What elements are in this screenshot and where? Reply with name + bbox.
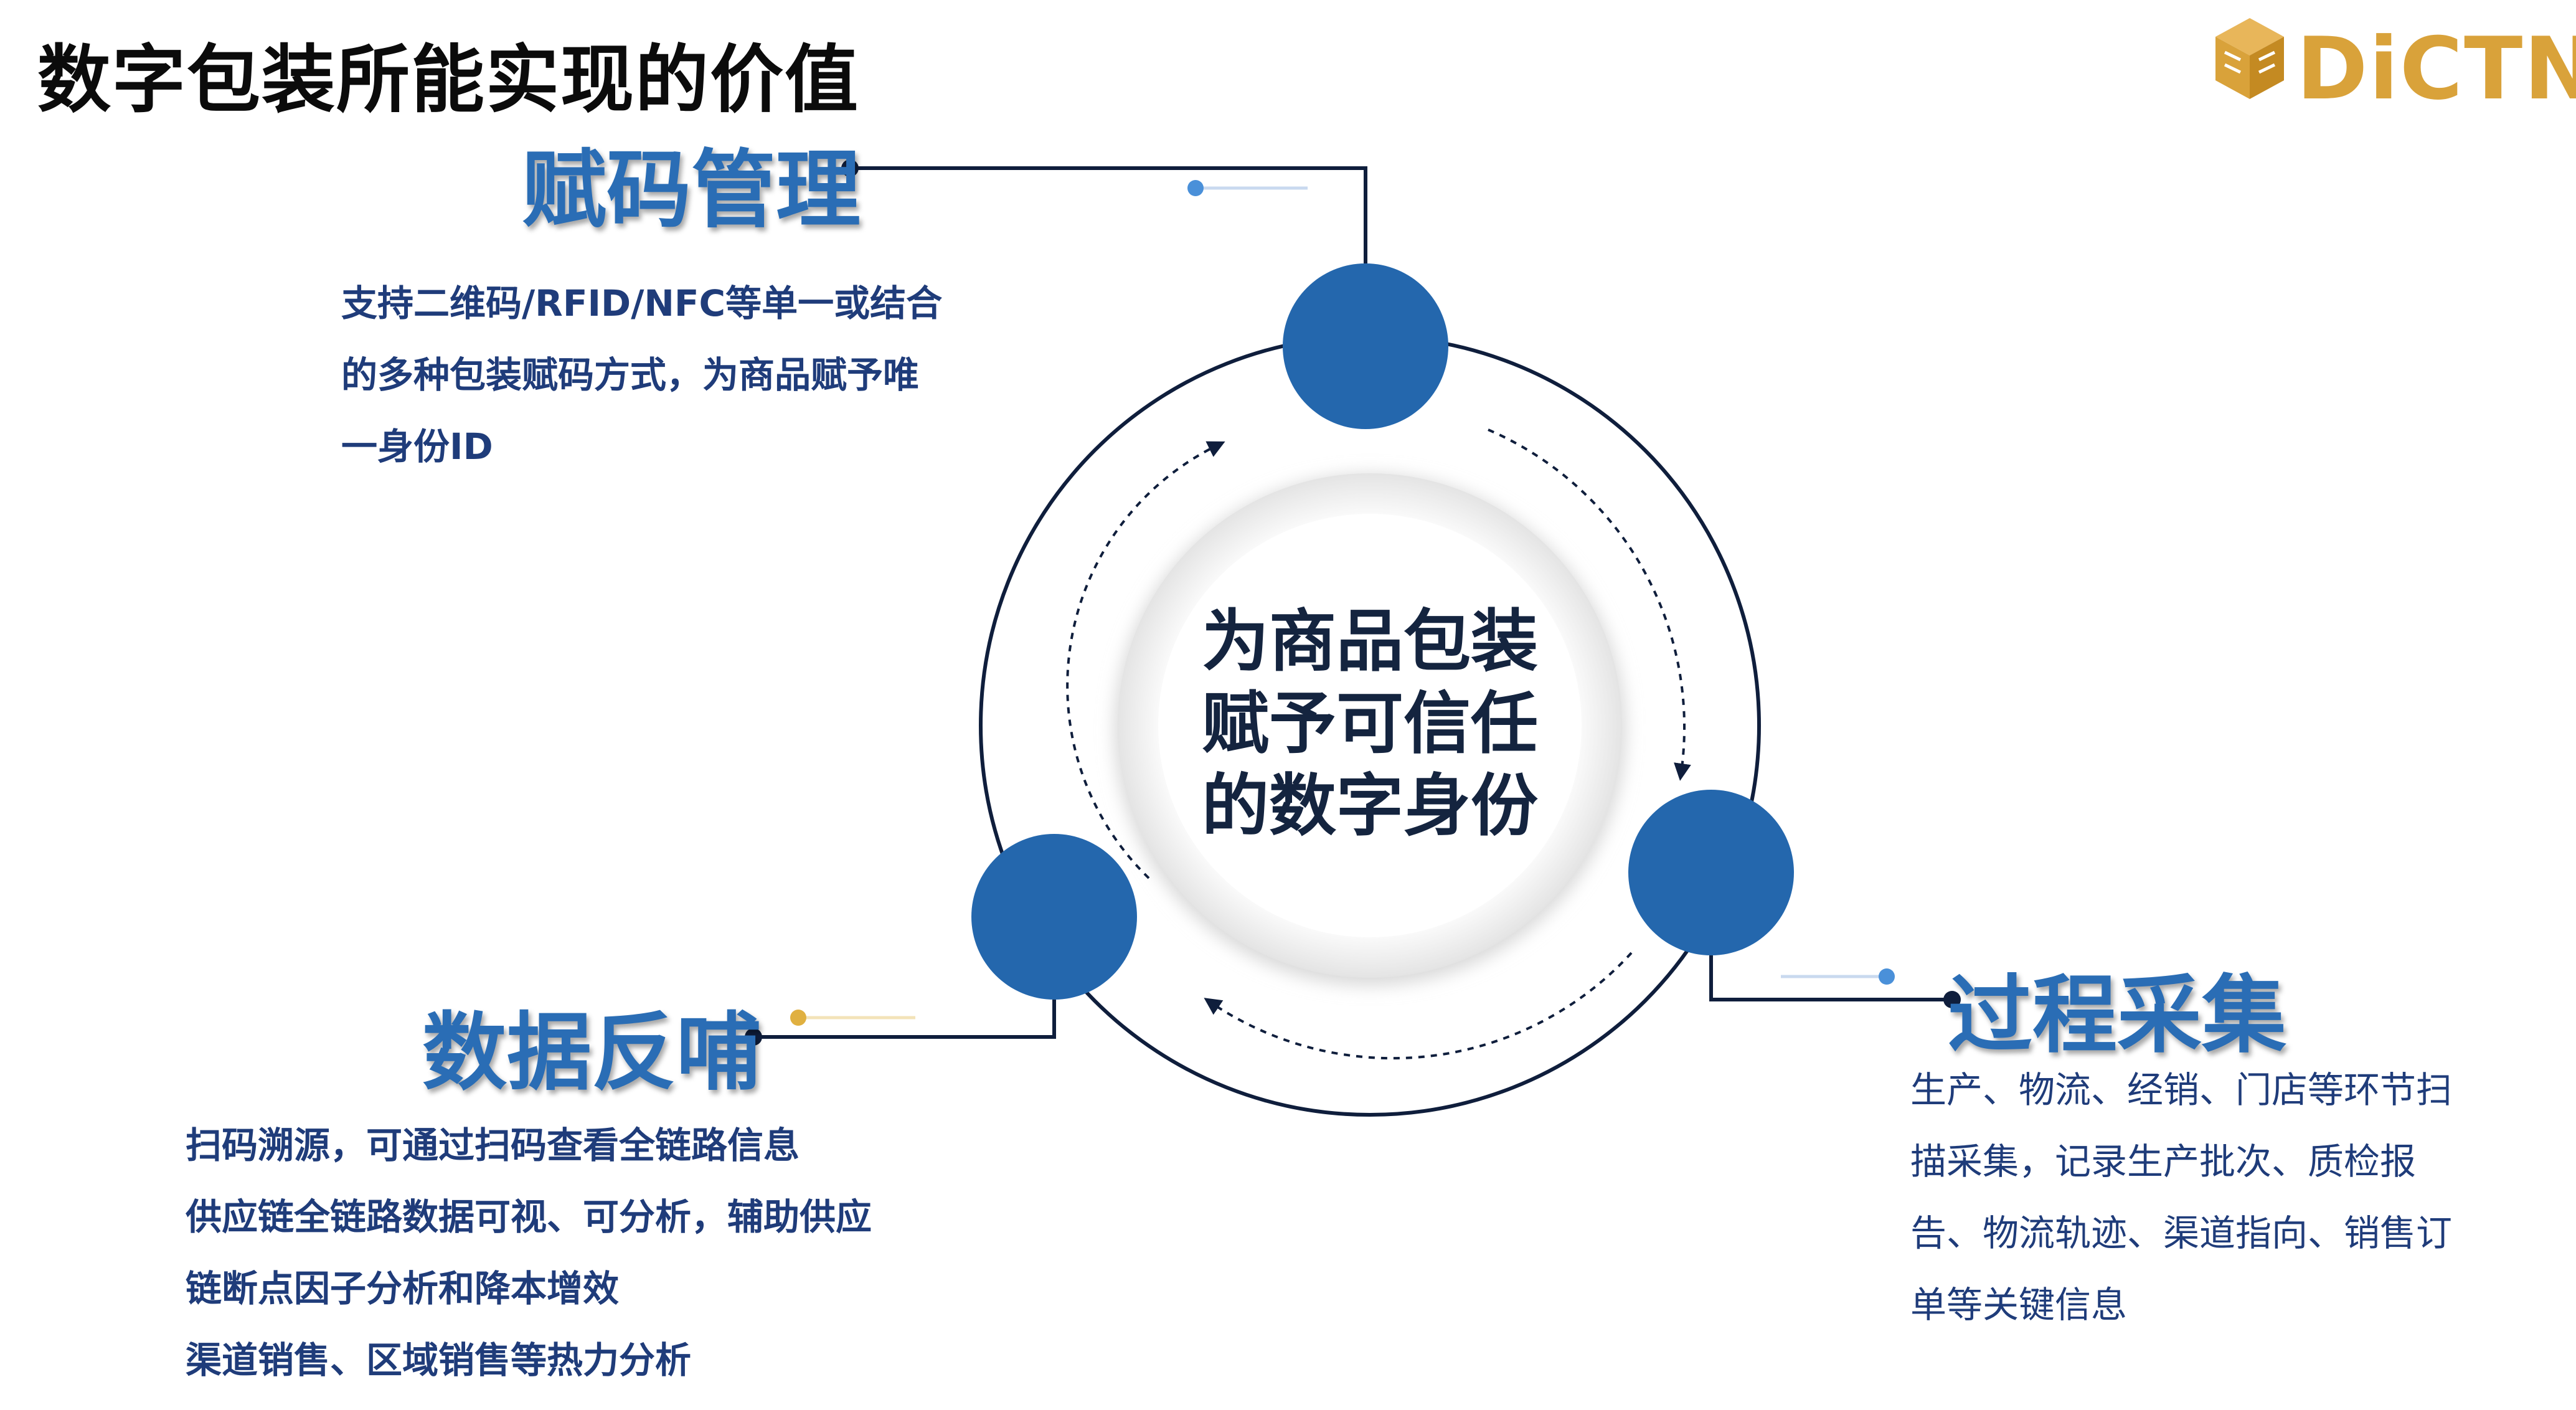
connector-left [753,1000,1056,1039]
section-title-code-management: 赋码管理 [522,141,861,240]
center-statement: 为商品包装 赋予可信任 的数字身份 [1133,601,1606,848]
desc-line: 链断点因子分析和降本增效 [186,1267,620,1310]
accent-dot-left [790,1010,806,1026]
node-top [1283,263,1448,429]
section-title-data-feedback: 数据反哺 [422,1004,761,1102]
connector-top [850,166,1367,263]
section-desc-process-collection: 生产、物流、经销、门店等环节扫 描采集，记录生产批次、质检报 告、物流轨迹、渠道… [1910,1054,2452,1341]
desc-line: 一身份ID [341,425,493,468]
desc-line: 扫码溯源，可通过扫码查看全链路信息 [186,1124,800,1166]
accent-dot-right [1879,968,1895,985]
connector-top-dot [841,159,859,177]
desc-line: 描采集，记录生产批次、质检报 [1910,1140,2417,1183]
section-desc-data-feedback: 扫码溯源，可通过扫码查看全链路信息 供应链全链路数据可视、可分析，辅助供应 链断… [186,1110,872,1396]
cube-logo-icon [2215,18,2284,99]
desc-line: 的多种包装赋码方式，为商品赋予唯 [341,354,920,396]
page-title: 数字包装所能实现的价值 [37,37,860,123]
center-line: 的数字身份 [1201,767,1538,845]
desc-line: 渠道销售、区域销售等热力分析 [186,1339,692,1381]
desc-line: 生产、物流、经销、门店等环节扫 [1910,1069,2453,1111]
logo: DiCTN [2212,15,2576,119]
desc-line: 单等关键信息 [1910,1284,2128,1326]
arc-arrow-right [1488,428,1691,781]
inner-disc-core [1158,514,1582,937]
arc-arrow-top-left [1066,441,1225,879]
connector-right-dot [1943,991,1961,1008]
section-desc-code-management: 支持二维码/RFID/NFC等单一或结合 的多种包装赋码方式，为商品赋予唯 一身… [341,268,942,483]
center-line: 赋予可信任 [1201,685,1538,763]
desc-line: 支持二维码/RFID/NFC等单一或结合 [341,282,943,324]
desc-line: 告、物流轨迹、渠道指向、销售订 [1910,1212,2453,1254]
node-right [1628,790,1794,955]
arc-arrow-bottom [1204,952,1633,1060]
logo-brand-text: DiCTN [2296,19,2576,119]
desc-line: 供应链全链路数据可视、可分析，辅助供应 [186,1196,872,1238]
section-title-process-collection: 过程采集 [1948,967,2286,1065]
accent-dot-top [1187,180,1204,196]
connector-left-dot [745,1028,762,1046]
center-line: 为商品包装 [1201,603,1538,681]
connector-right [1709,955,1952,1001]
node-left [971,834,1137,1000]
